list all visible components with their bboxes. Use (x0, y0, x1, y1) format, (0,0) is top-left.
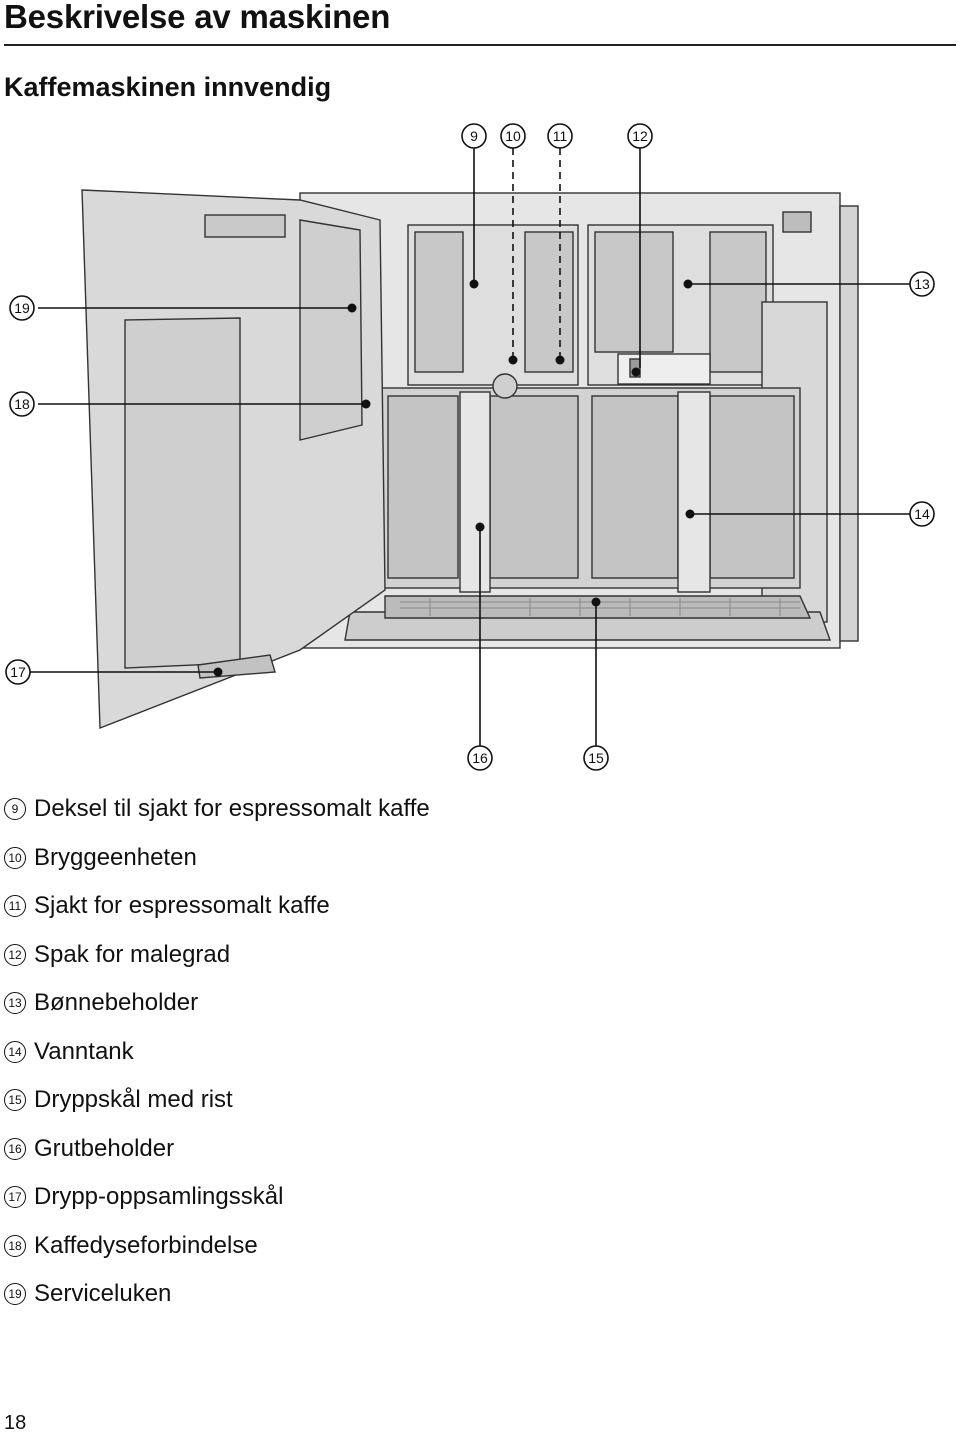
machine-interior-illustration: 9 10 11 12 13 14 15 16 17 18 19 (5, 123, 935, 771)
legend-list: 9 Deksel til sjakt for espressomalt kaffe… (4, 785, 430, 1319)
legend-label: Spak for malegrad (34, 940, 231, 968)
callout-13 (909, 271, 935, 297)
legend-number: 10 (4, 846, 26, 869)
callout-12 (627, 123, 653, 149)
legend-item: 13 Bønnebeholder (4, 979, 430, 1028)
legend-number: 17 (4, 1186, 26, 1209)
callout-label: 19 (14, 300, 30, 316)
legend-label: Drypp-oppsamlingsskål (34, 1183, 284, 1211)
legend-item: 15 Dryppskål med rist (4, 1076, 430, 1125)
display-slot (782, 211, 812, 233)
legend-number: 14 (4, 1040, 26, 1063)
legend-label: Kaffedyseforbindelse (34, 1231, 258, 1259)
legend-number: 15 (4, 1089, 26, 1112)
callout-10 (500, 123, 526, 149)
callout-label: 18 (14, 396, 30, 412)
legend-item: 17 Drypp-oppsamlingsskål (4, 1173, 430, 1222)
callout-14 (909, 501, 935, 527)
callout-18 (9, 391, 35, 417)
callout-label: 16 (472, 750, 488, 766)
legend-item: 14 Vanntank (4, 1028, 430, 1077)
legend-number: 9 (4, 798, 26, 821)
legend-item: 10 Bryggeenheten (4, 834, 430, 883)
callout-label: 15 (588, 750, 604, 766)
callout-15 (583, 745, 609, 771)
callout-label: 11 (553, 128, 568, 144)
callout-11 (547, 123, 573, 149)
legend-label: Deksel til sjakt for espressomalt kaffe (34, 795, 430, 823)
legend-number: 19 (4, 1283, 26, 1306)
legend-label: Bønnebeholder (34, 989, 199, 1017)
legend-item: 12 Spak for malegrad (4, 931, 430, 980)
page-number: 18 (4, 1412, 27, 1434)
legend-label: Vanntank (34, 1037, 134, 1065)
callout-9 (461, 123, 487, 149)
legend-item: 18 Kaffedyseforbindelse (4, 1222, 430, 1271)
legend-item: 11 Sjakt for espressomalt kaffe (4, 882, 430, 931)
grounds-container-strip (459, 391, 491, 593)
legend-label: Serviceluken (34, 1280, 172, 1308)
callout-label: 17 (10, 664, 26, 680)
callout-label: 12 (632, 128, 648, 144)
legend-item: 19 Serviceluken (4, 1270, 430, 1319)
legend-item: 9 Deksel til sjakt for espressomalt kaffe (4, 785, 430, 834)
legend-label: Sjakt for espressomalt kaffe (34, 892, 330, 920)
callout-label: 10 (505, 128, 521, 144)
callout-label: 9 (470, 128, 478, 144)
title-divider (4, 44, 956, 46)
legend-label: Bryggeenheten (34, 843, 197, 871)
callout-16 (467, 745, 493, 771)
callout-17 (5, 659, 31, 685)
section-title: Kaffemaskinen innvendig (4, 72, 332, 102)
page-title: Beskrivelse av maskinen (4, 0, 391, 35)
callout-19 (9, 295, 35, 321)
callout-label: 14 (914, 506, 930, 522)
legend-label: Dryppskål med rist (34, 1086, 233, 1114)
machine-side-panel (839, 205, 859, 642)
coffee-outlet (492, 373, 518, 399)
legend-number: 16 (4, 1137, 26, 1160)
legend-number: 12 (4, 943, 26, 966)
legend-number: 13 (4, 992, 26, 1015)
legend-item: 16 Grutbeholder (4, 1125, 430, 1174)
callout-label: 13 (914, 276, 930, 292)
legend-label: Grutbeholder (34, 1134, 175, 1162)
tank-strip (677, 391, 711, 593)
legend-number: 18 (4, 1234, 26, 1257)
legend-number: 11 (4, 895, 26, 918)
